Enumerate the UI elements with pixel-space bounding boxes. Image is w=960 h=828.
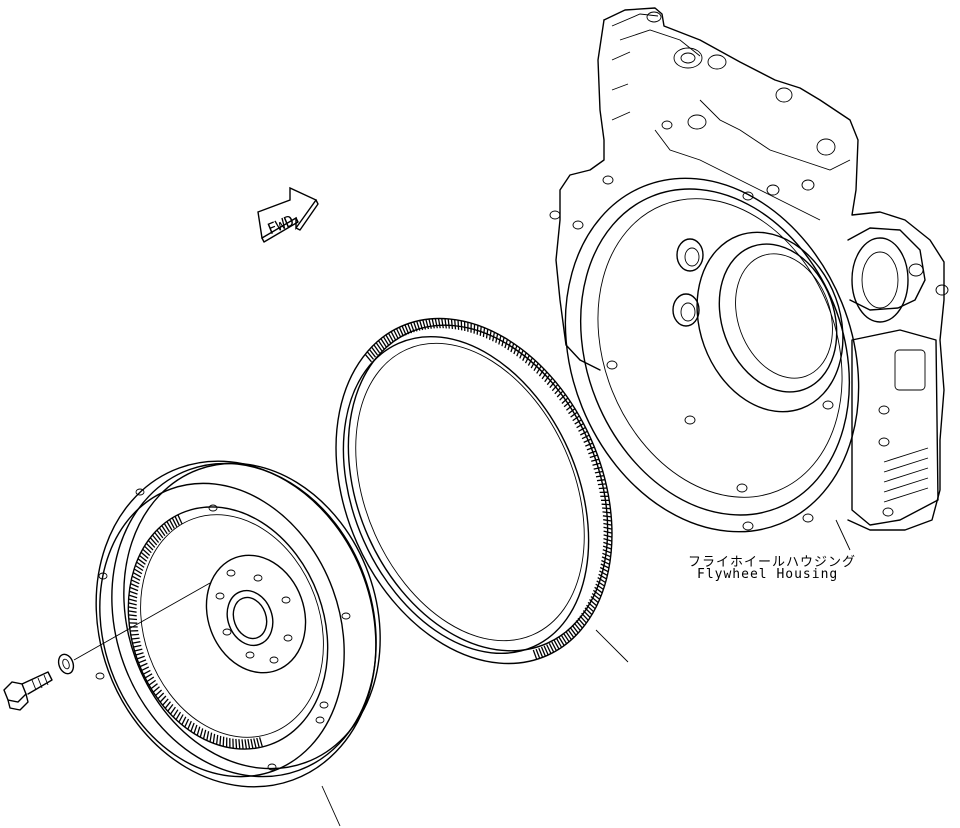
flywheel-leader-line xyxy=(321,785,341,827)
mounting-bolt xyxy=(3,671,53,711)
washer xyxy=(57,653,75,675)
bolt-centerline xyxy=(73,582,211,661)
flywheel xyxy=(95,460,381,788)
flywheel-teeth xyxy=(128,514,264,750)
flywheel-housing-label-en: Flywheel Housing xyxy=(697,567,839,582)
flywheel-housing xyxy=(549,7,949,533)
housing-leader-line xyxy=(835,519,851,551)
ring-gear xyxy=(335,317,613,665)
ring-gear-leader-line xyxy=(595,629,629,663)
fwd-direction-arrow: FWD xyxy=(257,186,319,243)
ring-gear-teeth xyxy=(364,318,613,660)
flywheel-housing-label-jp: フライホイールハウジング xyxy=(688,555,857,570)
